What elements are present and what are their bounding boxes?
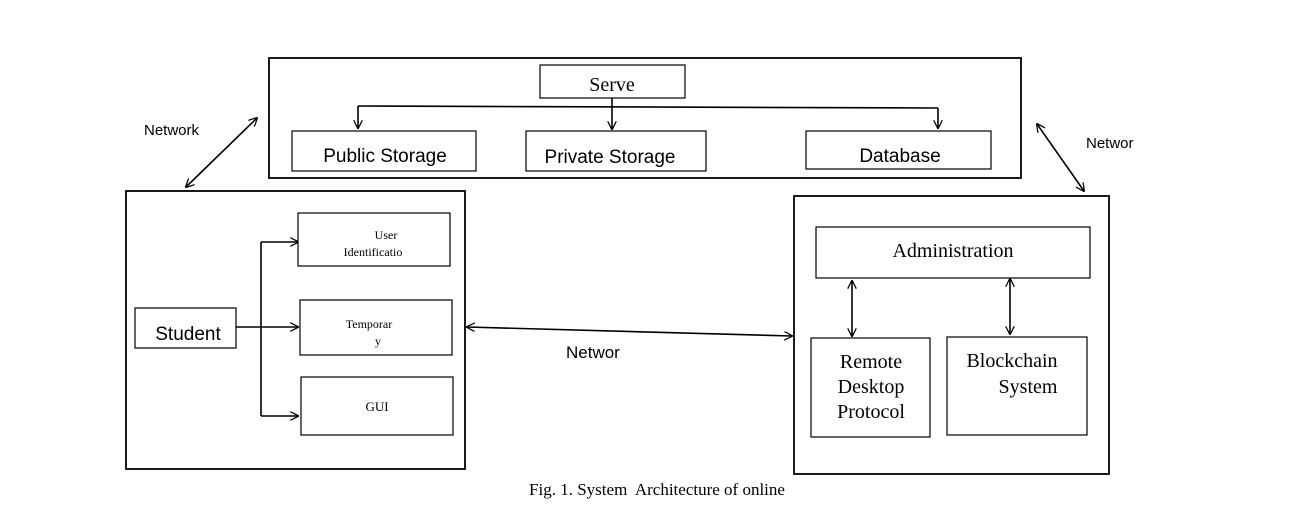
temporary-box bbox=[299, 299, 453, 356]
student-box bbox=[134, 307, 237, 349]
user-identification-line-1: User bbox=[375, 228, 398, 242]
serve-branch-bar bbox=[357, 105, 939, 109]
user-identification-line-2: Identificatio bbox=[344, 245, 403, 259]
administration-box bbox=[815, 226, 1091, 279]
rdp-line-1: Remote bbox=[840, 351, 902, 373]
database-label: Database bbox=[859, 146, 940, 167]
middle-network-arrow bbox=[467, 327, 792, 336]
right-network-arrow bbox=[1037, 124, 1084, 191]
serve-box bbox=[539, 64, 686, 99]
left-network-label: Network bbox=[144, 122, 200, 139]
user-identification-box bbox=[297, 212, 451, 267]
right-network-label: Networ bbox=[1086, 135, 1134, 152]
middle-network-label: Networ bbox=[566, 343, 620, 362]
temporary-line-1: Temporar bbox=[346, 317, 392, 331]
temporary-line-2: y bbox=[375, 334, 381, 348]
blockchain-box bbox=[946, 336, 1088, 436]
public-storage-label: Public Storage bbox=[323, 146, 447, 167]
figure-caption: Fig. 1. System Architecture of online bbox=[529, 480, 785, 499]
gui-box bbox=[300, 376, 454, 436]
public-storage-box bbox=[291, 130, 477, 172]
student-label: Student bbox=[155, 324, 221, 345]
database-box bbox=[805, 130, 992, 170]
private-storage-label: Private Storage bbox=[545, 147, 676, 168]
blockchain-line-1: Blockchain bbox=[966, 350, 1057, 372]
blockchain-line-2: System bbox=[999, 376, 1058, 398]
rdp-line-2: Desktop bbox=[838, 376, 905, 398]
private-storage-box bbox=[525, 130, 707, 172]
serve-label: Serve bbox=[589, 74, 635, 96]
administration-label: Administration bbox=[892, 240, 1013, 262]
left-network-arrow bbox=[186, 118, 257, 187]
rdp-line-3: Protocol bbox=[837, 401, 905, 423]
gui-label: GUI bbox=[365, 399, 388, 414]
rdp-box bbox=[810, 337, 931, 438]
